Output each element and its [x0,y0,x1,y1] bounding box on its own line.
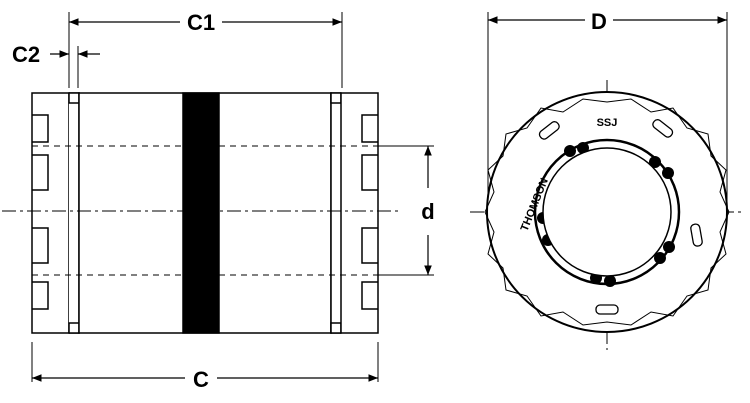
retainer-outline [484,98,730,326]
bore-lines [32,145,378,276]
right-end-ring [340,92,379,334]
end-view [470,12,745,350]
dimension-c1: C1 [69,10,342,35]
seal-band [182,92,220,334]
label-c1: C1 [187,10,215,35]
load-balls [537,142,675,287]
left-groove [68,92,80,334]
label-d-large: D [591,9,607,34]
dimension-c: C [32,367,378,392]
left-end-ring [31,92,70,334]
label-d-small: d [421,199,434,224]
dimension-c2: C2 [12,42,100,67]
dimension-d-large: D [488,9,727,34]
side-view [2,12,434,382]
model-marking: SSJ [597,117,618,129]
right-groove [330,92,342,334]
recirculation-slots [538,119,703,315]
bore-edge [542,147,672,277]
dimension-d-small: d [421,146,435,275]
label-c: C [193,367,209,392]
label-c2: C2 [12,42,40,67]
